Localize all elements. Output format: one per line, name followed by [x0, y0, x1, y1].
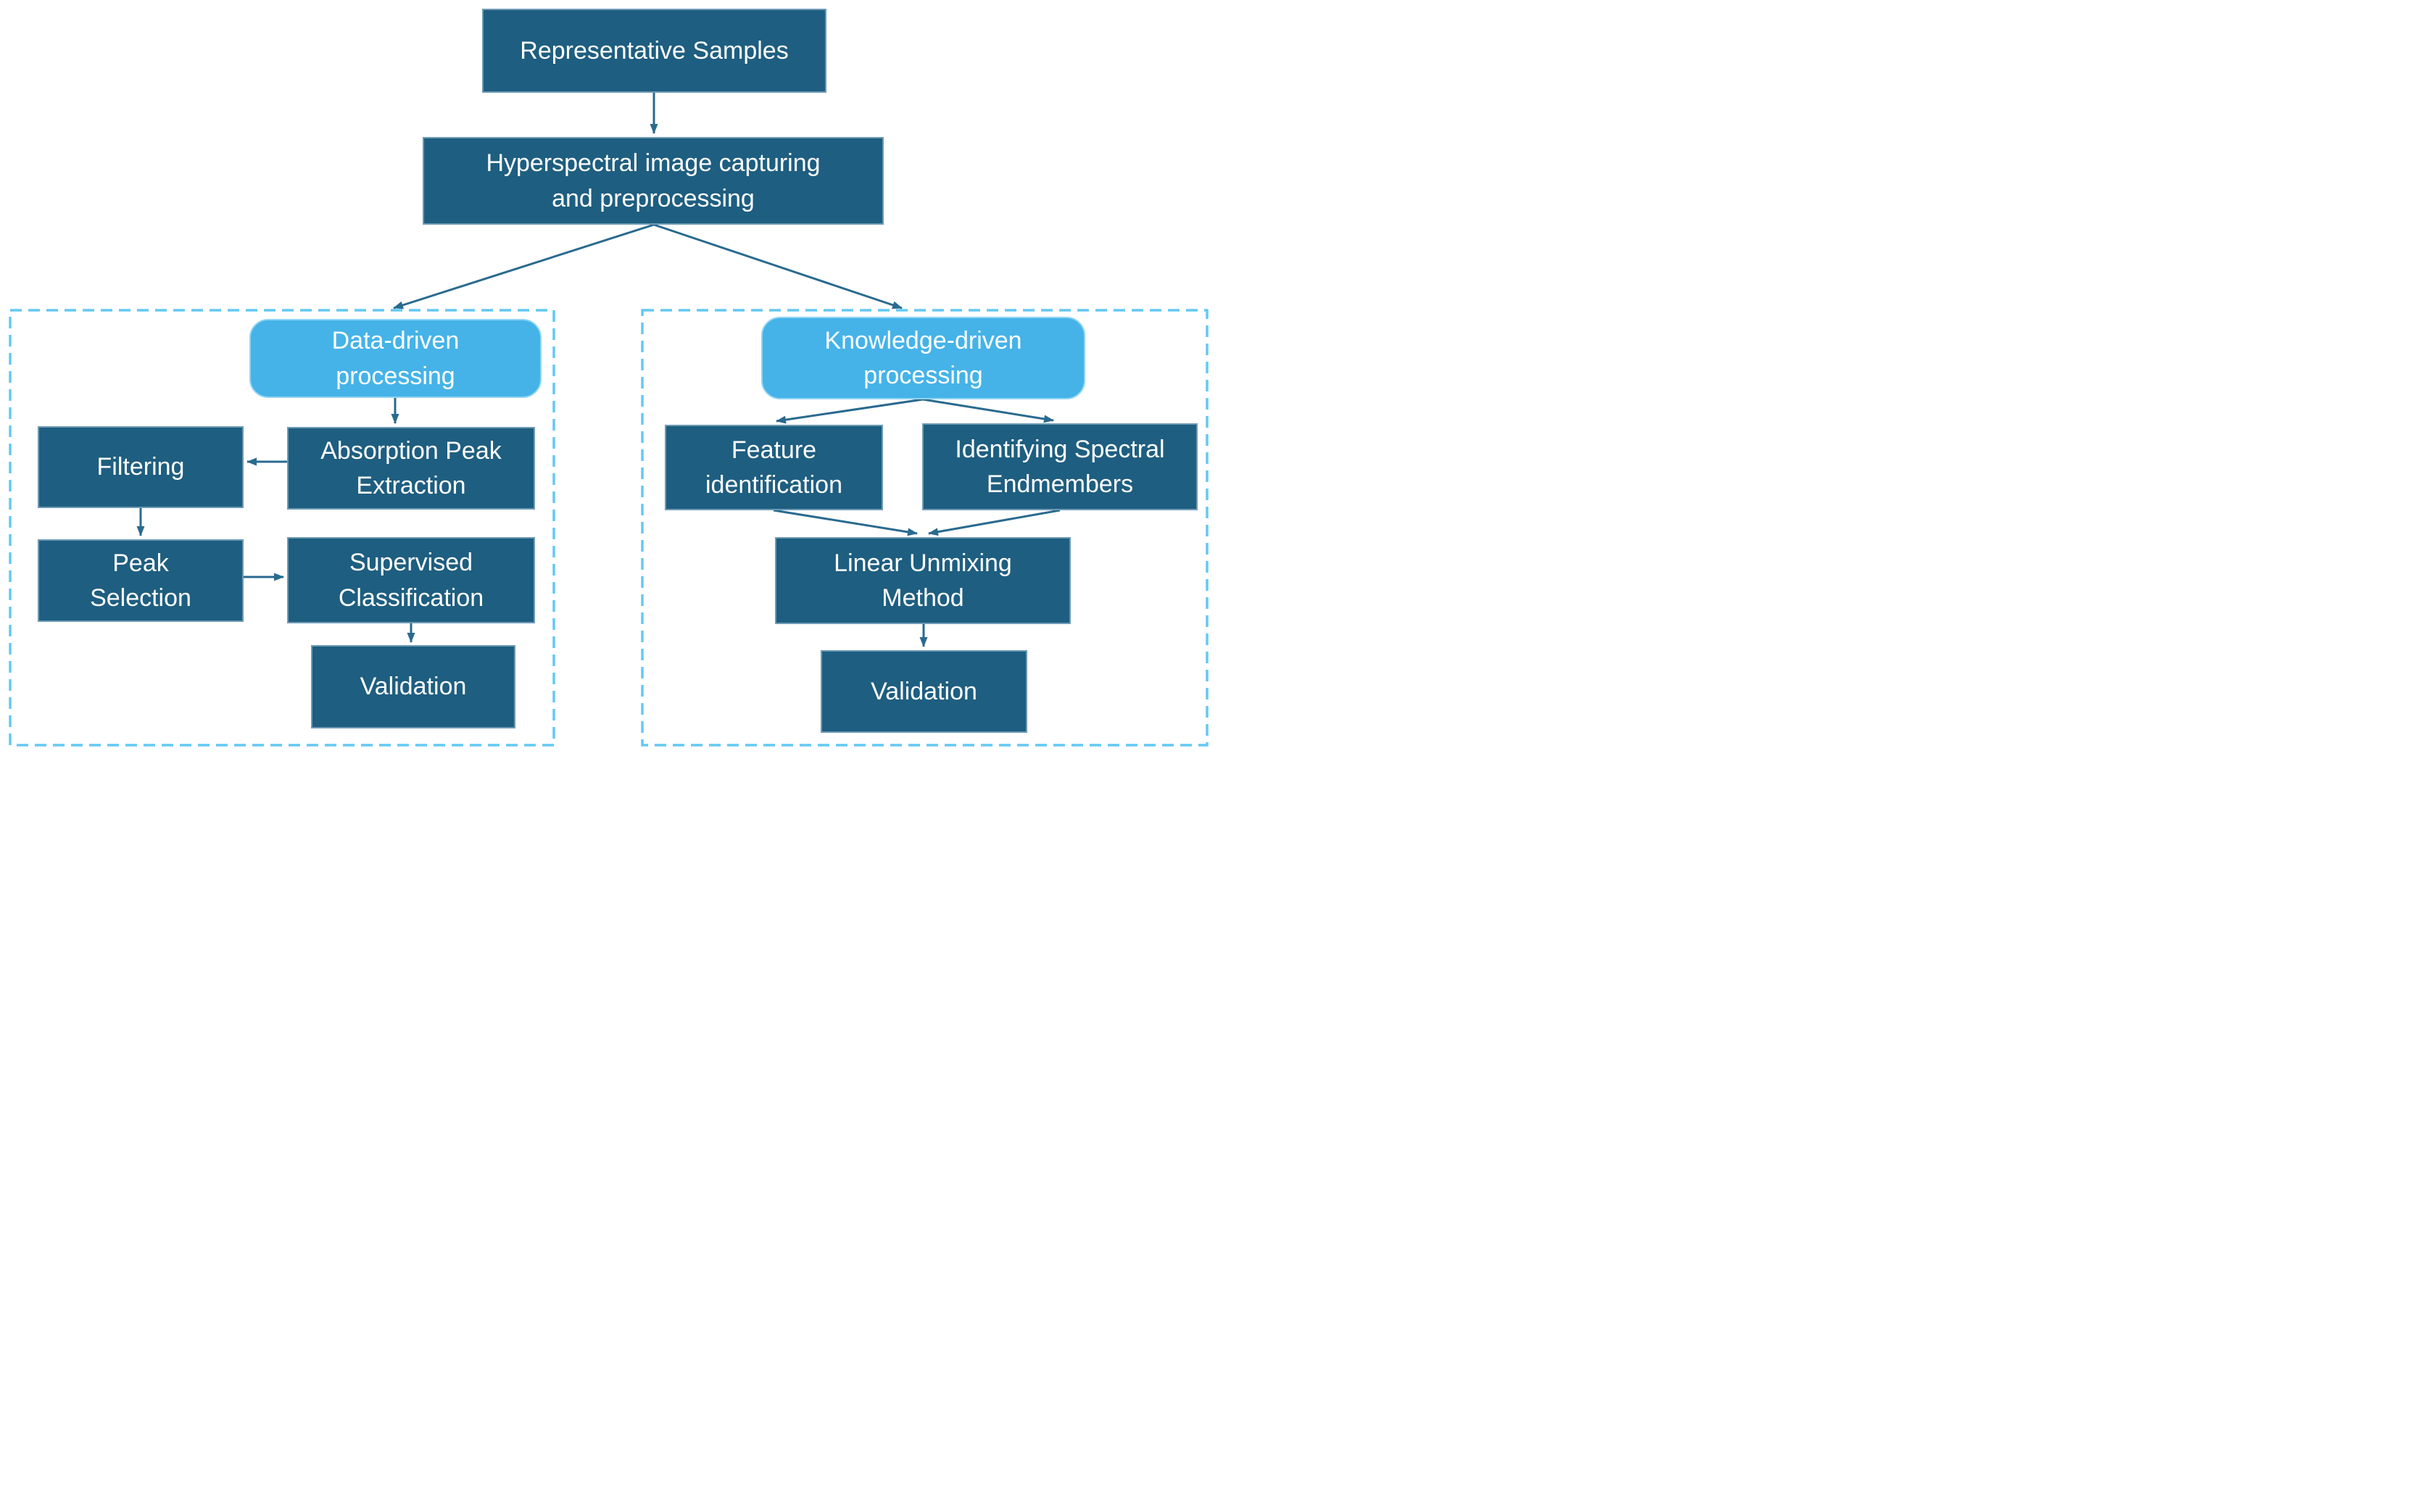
arrow-feature_identification-to-linear_unmixing_method — [773, 509, 918, 536]
node-absorption-peak-extraction: Absorption Peak Extraction — [287, 427, 535, 510]
arrow-knowledge_driven_processing-to-identifying_spectral_endmembers — [922, 398, 1054, 423]
node-feature-identification: Feature identification — [665, 425, 883, 510]
node-identifying-spectral-endmembers: Identifying Spectral Endmembers — [922, 423, 1198, 510]
arrow-identifying_spectral_endmembers-to-linear_unmixing_method — [928, 509, 1061, 536]
node-supervised-classification: Supervised Classification — [287, 537, 535, 623]
node-peak-selection: Peak Selection — [38, 539, 244, 622]
node-representative-samples: Representative Samples — [482, 9, 826, 93]
arrow-knowledge_driven_processing-to-feature_identification — [776, 398, 924, 424]
node-data-driven-processing: Data-driven processing — [249, 319, 542, 398]
arrow-hyperspectral_capture-to-knowledge_driven_panel — [653, 223, 903, 310]
arrow-hyperspectral_capture-to-data_driven_panel — [393, 223, 655, 310]
node-validation-data-driven: Validation — [311, 645, 515, 728]
node-knowledge-driven-processing: Knowledge-driven processing — [761, 317, 1085, 399]
flowchart-canvas: Representative Samples Hyperspectral ima… — [0, 0, 1216, 756]
node-filtering: Filtering — [38, 426, 244, 508]
node-validation-knowledge-driven: Validation — [821, 650, 1027, 733]
node-hyperspectral-image-capturing: Hyperspectral image capturing and prepro… — [423, 137, 884, 225]
node-linear-unmixing-method: Linear Unmixing Method — [775, 537, 1071, 624]
